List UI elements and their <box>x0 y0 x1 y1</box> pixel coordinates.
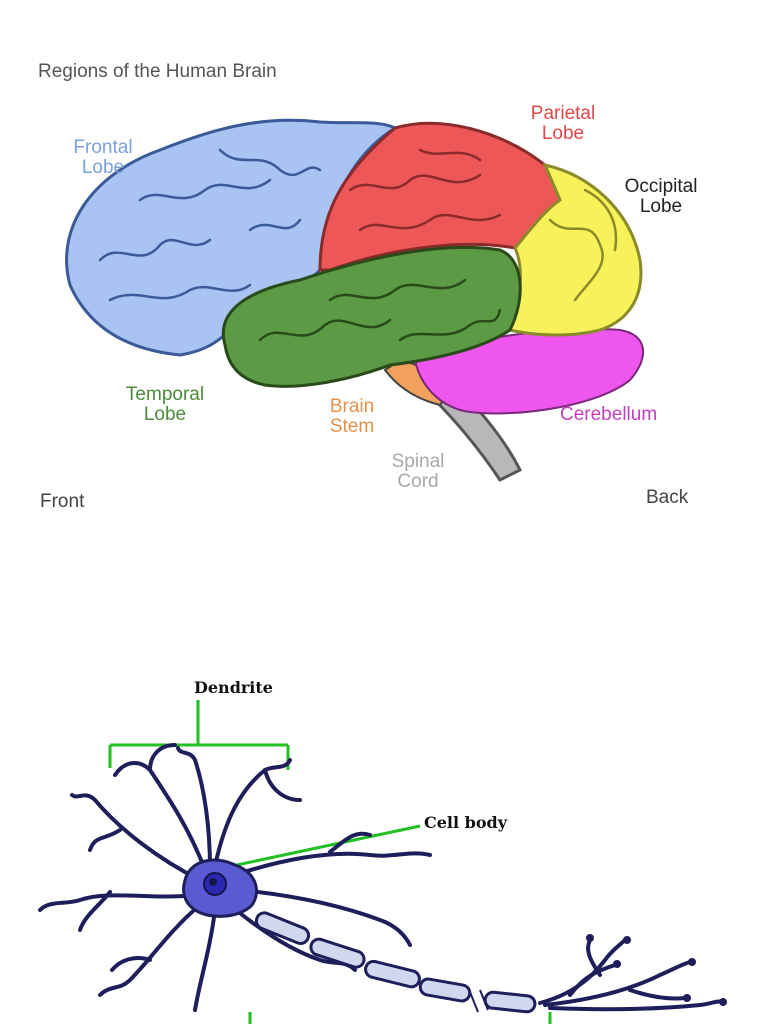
brain-diagram-title: Regions of the Human Brain <box>38 61 277 82</box>
cerebellum-label: Cerebellum <box>560 404 658 425</box>
brain-stem-label-line1: Brain <box>329 396 375 417</box>
occipital-lobe-shape <box>508 162 643 337</box>
temporal-lobe-label-line1: Temporal <box>125 384 205 405</box>
spinal-cord-label-line2: Cord <box>397 470 439 492</box>
dendrite-pointer-bracket <box>108 700 290 770</box>
temporal-lobe-shape <box>221 245 522 388</box>
back-label: Back <box>646 487 689 508</box>
parietal-lobe-label: Parietal Lobe <box>508 104 618 144</box>
axon-pointer-mark <box>248 1012 552 1024</box>
dendrite-branches <box>38 743 432 1012</box>
occipital-lobe-label-line2: Lobe <box>639 195 683 217</box>
dendrite-label: Dendrite <box>194 678 273 697</box>
axon-terminal-bulbs <box>586 934 727 1006</box>
spinal-cord-label-line1: Spinal <box>391 451 445 472</box>
temporal-lobe-label-line2: Lobe <box>143 403 187 425</box>
frontal-lobe-label-line1: Frontal <box>73 137 133 158</box>
cell-body-pointer-line <box>231 824 421 868</box>
cell-body-label: Cell body <box>424 813 507 832</box>
spinal-cord-label: Spinal Cord <box>366 452 470 492</box>
frontal-lobe-label-line2: Lobe <box>81 156 125 178</box>
temporal-lobe-label: Temporal Lobe <box>100 385 230 425</box>
parietal-lobe-label-line1: Parietal <box>530 103 596 124</box>
brain-illustration <box>65 118 644 482</box>
frontal-lobe-label: Frontal Lobe <box>48 138 158 178</box>
front-label: Front <box>40 491 85 512</box>
axon-myelin-segments <box>254 911 537 1014</box>
brain-stem-label: Brain Stem <box>306 397 398 437</box>
nucleolus-shape <box>209 878 217 886</box>
axon-terminal-branches <box>538 938 724 1012</box>
occipital-lobe-label: Occipital Lobe <box>598 177 724 217</box>
brain-stem-label-line2: Stem <box>329 415 375 437</box>
occipital-lobe-label-line1: Occipital <box>624 176 698 197</box>
parietal-lobe-label-line2: Lobe <box>541 122 585 144</box>
